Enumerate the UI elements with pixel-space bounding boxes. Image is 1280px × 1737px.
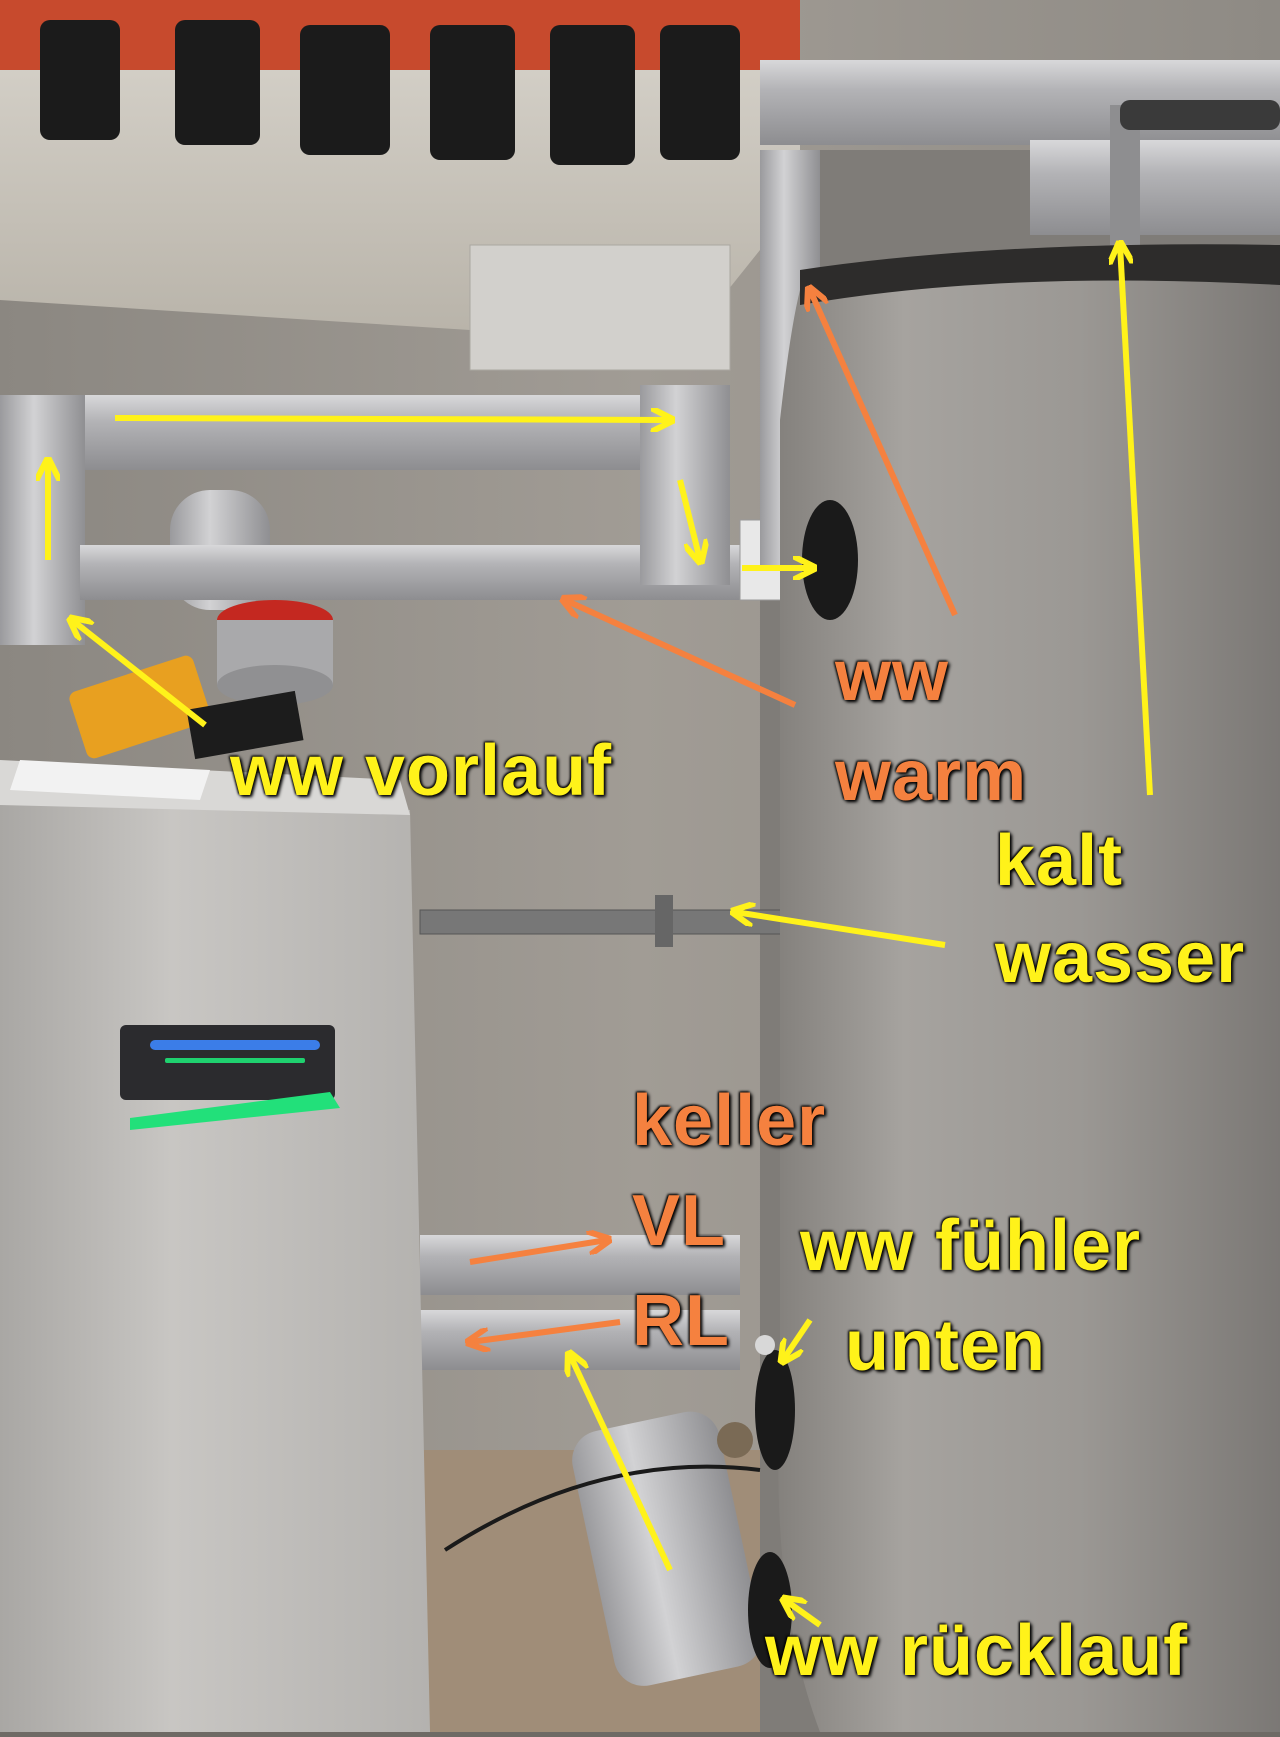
label-vl: VL bbox=[632, 1181, 727, 1261]
ceiling-duct-box bbox=[469, 244, 731, 371]
yellow-arrows bbox=[48, 245, 1153, 1628]
items-on-unit bbox=[10, 600, 333, 800]
label-wasser: wasser bbox=[995, 918, 1246, 998]
label-kalt: kalt bbox=[995, 821, 1124, 901]
orange-arrows bbox=[470, 290, 958, 1342]
label-ww-vorlauf: ww vorlauf bbox=[230, 731, 613, 811]
cable bbox=[443, 1464, 761, 1552]
manifold-connectors bbox=[40, 20, 740, 165]
label-unten: unten bbox=[845, 1306, 1046, 1386]
label-ww: ww bbox=[835, 636, 950, 716]
heat-pump-unit bbox=[0, 760, 430, 1732]
hot-water-tank bbox=[717, 244, 1280, 1732]
label-ww-ruecklauf: ww rücklauf bbox=[765, 1611, 1189, 1691]
label-ww-fuehler: ww fühler bbox=[800, 1206, 1142, 1286]
label-warm: warm bbox=[835, 736, 1028, 816]
label-rl: RL bbox=[632, 1281, 730, 1361]
label-keller: keller bbox=[632, 1081, 827, 1161]
